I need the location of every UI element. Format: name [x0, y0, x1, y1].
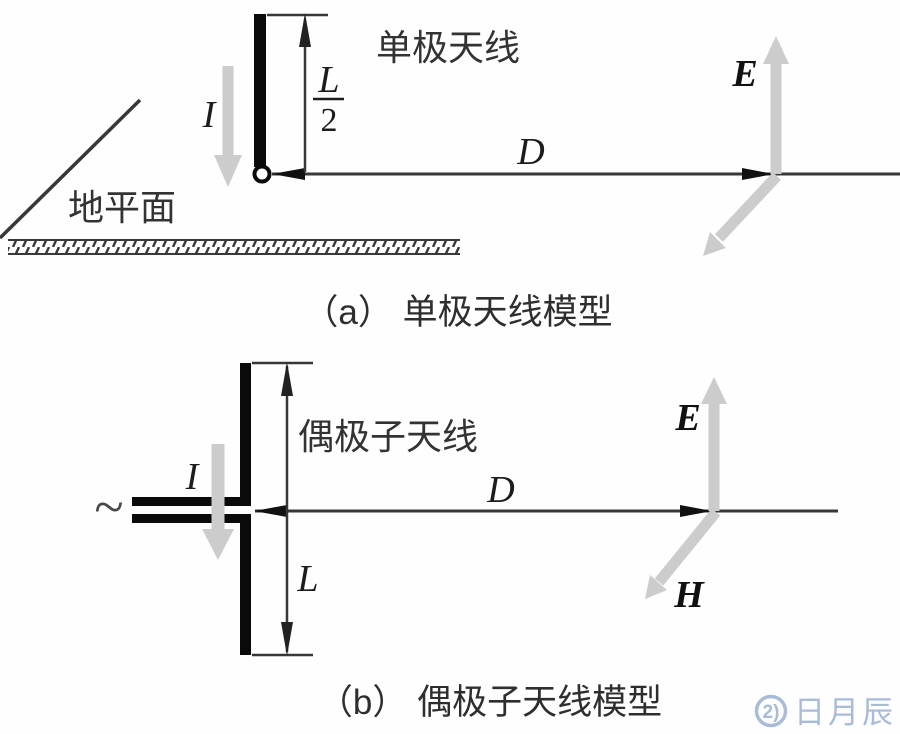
- ground-edge-line: [0, 98, 142, 240]
- length-dim-arrow-down: [281, 622, 293, 656]
- length-dim-arrow-up: [281, 362, 293, 396]
- dipole-upper-element: [240, 363, 251, 506]
- ac-source-symbol: ~: [94, 477, 123, 537]
- caption-b: （b） 偶极子天线模型: [318, 683, 662, 722]
- current-label-b: I: [185, 456, 201, 498]
- distance-arrow-right-a: [742, 168, 774, 180]
- ground-plane-label: 地平面: [68, 187, 176, 228]
- h-field-arrow-head-a: [703, 232, 726, 256]
- distance-arrow-right-b: [680, 505, 712, 517]
- current-arrow-head-a: [214, 155, 242, 187]
- watermark-text: 日月辰: [794, 695, 896, 730]
- ground-hatch-fill: [8, 241, 460, 254]
- monopole-element-bar: [254, 14, 266, 167]
- watermark-logo-icon: [754, 694, 788, 728]
- distance-arrow-left-b: [254, 505, 287, 517]
- length-label-b: L: [296, 558, 318, 600]
- antenna-label-a: 单极天线: [376, 27, 520, 68]
- h-field-arrow-shaft-a: [714, 172, 782, 242]
- monopole-feed-point: [252, 164, 272, 184]
- panel-b-dipole-model: D ~ L I 偶极子天线 E H （b） 偶极子天线模型: [94, 361, 838, 722]
- feed-line-upper: [132, 497, 250, 506]
- e-field-arrow-head-a: [763, 36, 789, 64]
- antenna-label-b: 偶极子天线: [298, 416, 478, 457]
- caption-a: （a） 单极天线模型: [303, 293, 612, 332]
- watermark-logo-glyph: 2): [763, 702, 780, 723]
- e-field-label-a: E: [731, 53, 757, 95]
- panel-a-monopole-model: 地平面 D L 2 I 单极天线 E （a） 单极天线模型: [0, 13, 900, 332]
- h-field-arrow-shaft-b: [654, 508, 721, 586]
- dipole-lower-element: [240, 514, 251, 655]
- height-dim-arrow-up-a: [299, 13, 311, 47]
- distance-label-b: D: [486, 469, 514, 511]
- e-field-arrow-head-b: [701, 377, 727, 404]
- distance-arrow-left-a: [272, 168, 305, 180]
- current-label-a: I: [202, 94, 218, 136]
- h-field-arrow-head-b: [645, 575, 667, 599]
- distance-label-a: D: [516, 131, 544, 173]
- height-fraction-numerator: L: [317, 59, 339, 101]
- current-arrow-head-b: [202, 529, 234, 560]
- e-field-label-b: E: [674, 397, 700, 439]
- height-fraction-denominator: 2: [321, 102, 338, 139]
- watermark: 2) 日月辰: [754, 694, 896, 730]
- h-field-label-b: H: [673, 574, 705, 616]
- feed-line-lower: [132, 514, 250, 523]
